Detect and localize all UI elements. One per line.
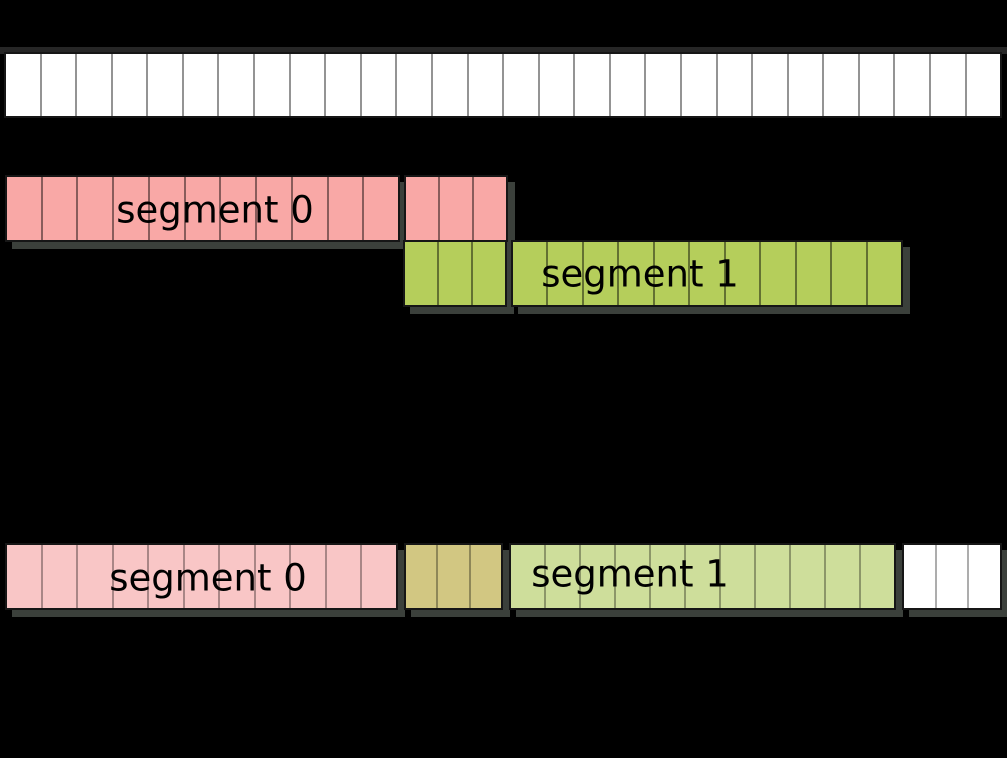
memory-cell: [690, 242, 726, 305]
memory-cell: [114, 545, 150, 608]
memory-cell: [540, 54, 576, 116]
memory-cell: [439, 242, 473, 305]
memory-cell: [548, 242, 584, 305]
memory-cell: [149, 545, 185, 608]
memory-cell: [440, 177, 474, 240]
memory-cell: [789, 54, 825, 116]
memory-cell: [469, 54, 505, 116]
memory-cell: [753, 54, 789, 116]
combined-bar-section-2: [509, 543, 896, 610]
memory-cell: [364, 177, 398, 240]
memory-cell: [7, 177, 43, 240]
memory-cell: [291, 545, 327, 608]
memory-cell: [219, 54, 256, 116]
segment-label: segment 0: [109, 556, 307, 600]
memory-cell: [511, 545, 546, 608]
memory-cell: [619, 242, 655, 305]
memory-cell: [931, 54, 967, 116]
memory-cell: [433, 54, 469, 116]
memory-cell: [221, 177, 258, 240]
memory-cell: [438, 545, 471, 608]
memory-cell: [616, 545, 651, 608]
memory-cell: [293, 177, 329, 240]
memory-cell: [861, 545, 894, 608]
memory-cell: [791, 545, 826, 608]
memory-cell: [513, 242, 549, 305]
memory-cell: [611, 54, 647, 116]
memory-cell: [473, 242, 505, 305]
memory-cell: [150, 177, 186, 240]
memory-cell: [471, 545, 501, 608]
memory-cell: [584, 242, 620, 305]
memory-cell: [42, 54, 78, 116]
memory-cell: [721, 545, 756, 608]
memory-cell: [718, 54, 754, 116]
memory-cell: [860, 54, 896, 116]
memory-cell: [969, 545, 1000, 608]
memory-cell: [826, 545, 861, 608]
memory-cell: [362, 545, 396, 608]
memory-cell: [832, 242, 868, 305]
memory-cell: [546, 545, 581, 608]
memory-cell: [6, 54, 42, 116]
memory-cell: [329, 177, 365, 240]
memory-cell: [185, 545, 221, 608]
memory-cell: [291, 54, 327, 116]
memory-cell: [726, 242, 762, 305]
combined-bar-section-1: [404, 543, 503, 610]
memory-cell: [113, 54, 149, 116]
strip-top-shadow-band: [0, 47, 1007, 54]
memory-cell: [655, 242, 691, 305]
memory-cell: [761, 242, 797, 305]
memory-cell: [78, 177, 115, 240]
memory-cell: [327, 545, 363, 608]
segment-0-bar-section-0: [5, 175, 400, 242]
segment-label: segment 1: [531, 552, 729, 596]
memory-cell: [220, 545, 256, 608]
memory-cell: [256, 545, 292, 608]
memory-cell: [255, 54, 291, 116]
memory-cell: [77, 54, 113, 116]
memory-cell: [686, 545, 721, 608]
memory-cell: [895, 54, 932, 116]
combined-bar-section-3: [902, 543, 1002, 610]
memory-cell: [868, 242, 901, 305]
memory-cell: [756, 545, 791, 608]
segment-label: segment 0: [116, 188, 314, 232]
combined-bar-section-0: [5, 543, 398, 610]
memory-cell: [824, 54, 860, 116]
segment-1-bar-section-0: [403, 240, 507, 307]
memory-cell: [114, 177, 150, 240]
memory-cell: [326, 54, 362, 116]
segment-1-bar-section-1: [511, 240, 903, 307]
memory-cell: [406, 177, 440, 240]
memory-cell: [43, 545, 79, 608]
memory-cell: [7, 545, 43, 608]
memory-cell: [397, 54, 433, 116]
memory-cell: [581, 545, 616, 608]
memory-cell: [682, 54, 718, 116]
memory-cell: [43, 177, 79, 240]
memory-cell: [797, 242, 833, 305]
memory-cell: [651, 545, 686, 608]
memory-cell: [504, 54, 540, 116]
memory-cell: [78, 545, 114, 608]
memory-cell: [967, 54, 1001, 116]
memory-cell: [405, 242, 439, 305]
segment-label: segment 1: [541, 252, 739, 296]
memory-cell: [646, 54, 682, 116]
memory-cell: [904, 545, 937, 608]
memory-cell: [406, 545, 439, 608]
segment-0-bar-section-1: [404, 175, 508, 242]
memory-cell: [937, 545, 970, 608]
memory-cell: [474, 177, 506, 240]
memory-cell: [575, 54, 611, 116]
memory-cell: [257, 177, 293, 240]
address-space-strip-section-0: [4, 52, 1002, 118]
memory-cell: [362, 54, 398, 116]
memory-cell: [148, 54, 184, 116]
memory-cell: [186, 177, 222, 240]
memory-cell: [184, 54, 220, 116]
